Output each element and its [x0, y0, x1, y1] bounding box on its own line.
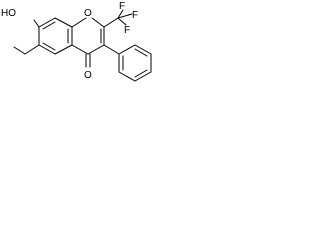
bond: [134, 48, 148, 57]
chemical-structure: HO O F F F O: [1, 1, 152, 82]
bond: [91, 17, 105, 28]
hydroxyl-label: HO: [1, 8, 16, 19]
atom-labels: HO O F F F O: [1, 1, 138, 81]
bond: [103, 17, 119, 28]
structure-diagram: HO O F F F O: [0, 0, 156, 94]
fluorine-label-bottom: F: [124, 25, 130, 36]
bond: [134, 71, 152, 82]
bond: [117, 9, 124, 19]
bond: [42, 42, 56, 51]
bond: [87, 44, 105, 55]
bond: [117, 17, 127, 26]
fluorine-label-top: F: [119, 1, 125, 12]
bond: [71, 44, 89, 55]
bond: [118, 44, 136, 55]
carbonyl-oxygen-label: O: [84, 70, 92, 81]
bond: [118, 71, 136, 82]
bond: [38, 44, 56, 55]
bond: [71, 17, 87, 28]
bond: [54, 17, 73, 28]
bond: [13, 46, 26, 55]
bond: [103, 44, 120, 55]
bond: [134, 44, 152, 55]
fluorine-label-right: F: [132, 10, 138, 21]
bond: [54, 44, 73, 55]
bond: [24, 44, 40, 55]
ring-oxygen-label: O: [84, 8, 92, 19]
bond: [38, 17, 56, 28]
bond: [134, 69, 148, 78]
bonds: [13, 9, 152, 82]
bond: [117, 13, 133, 19]
bond: [42, 21, 56, 30]
bond: [33, 19, 40, 28]
